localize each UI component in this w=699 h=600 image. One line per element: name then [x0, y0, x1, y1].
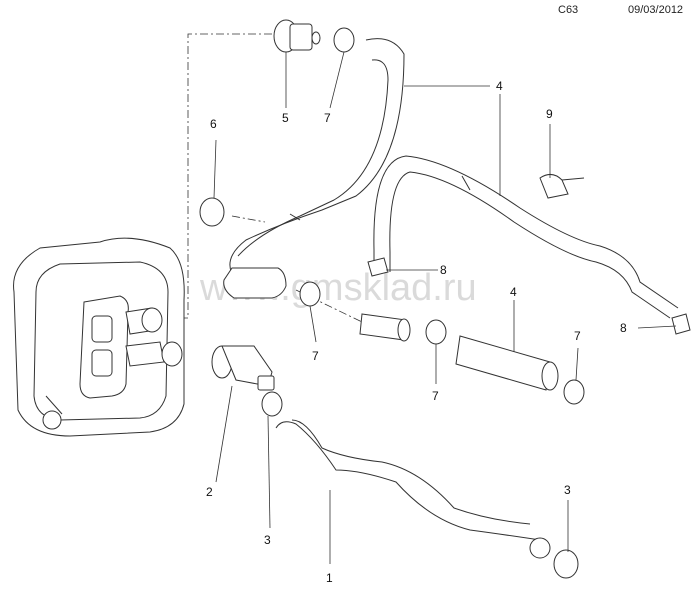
callout-1: 1: [326, 571, 333, 585]
callout-5: 5: [282, 111, 289, 125]
diagram-date: 09/03/2012: [628, 4, 684, 16]
leader-7-left: [309, 305, 317, 343]
callout-4-top: 4: [496, 79, 503, 93]
callout-6: 6: [210, 117, 217, 131]
hose-main-upper: [229, 38, 405, 281]
callout-7-top: 7: [324, 111, 331, 125]
callout-3-left: 3: [264, 533, 271, 547]
leader-6: [213, 139, 217, 199]
callout-4-mid: 4: [510, 285, 517, 299]
reference-line-5: [160, 33, 272, 319]
leader-8-right: [637, 325, 677, 329]
leader-3-left: [267, 415, 271, 529]
connector-5: [273, 19, 321, 53]
hose-4-upper: [373, 155, 679, 319]
callout-7-center: 7: [432, 389, 439, 403]
hose-segment-center: [223, 267, 559, 391]
reference-line-6: [231, 215, 266, 223]
leader-7-right: [575, 347, 579, 381]
engine-housing: [13, 237, 185, 437]
callout-8-right: 8: [620, 321, 627, 335]
callout-8-mid: 8: [440, 263, 447, 277]
callout-9: 9: [546, 107, 553, 121]
leader-7-top: [329, 51, 345, 109]
callout-3-right: 3: [564, 483, 571, 497]
clamps: [199, 27, 691, 579]
callout-2: 2: [206, 485, 213, 499]
leader-2: [215, 385, 233, 483]
callout-7-right: 7: [574, 329, 581, 343]
diagram-code: C63: [558, 4, 579, 16]
connector-2: [211, 345, 275, 391]
callout-7-left: 7: [312, 349, 319, 363]
hose-1-lower: [275, 419, 551, 559]
